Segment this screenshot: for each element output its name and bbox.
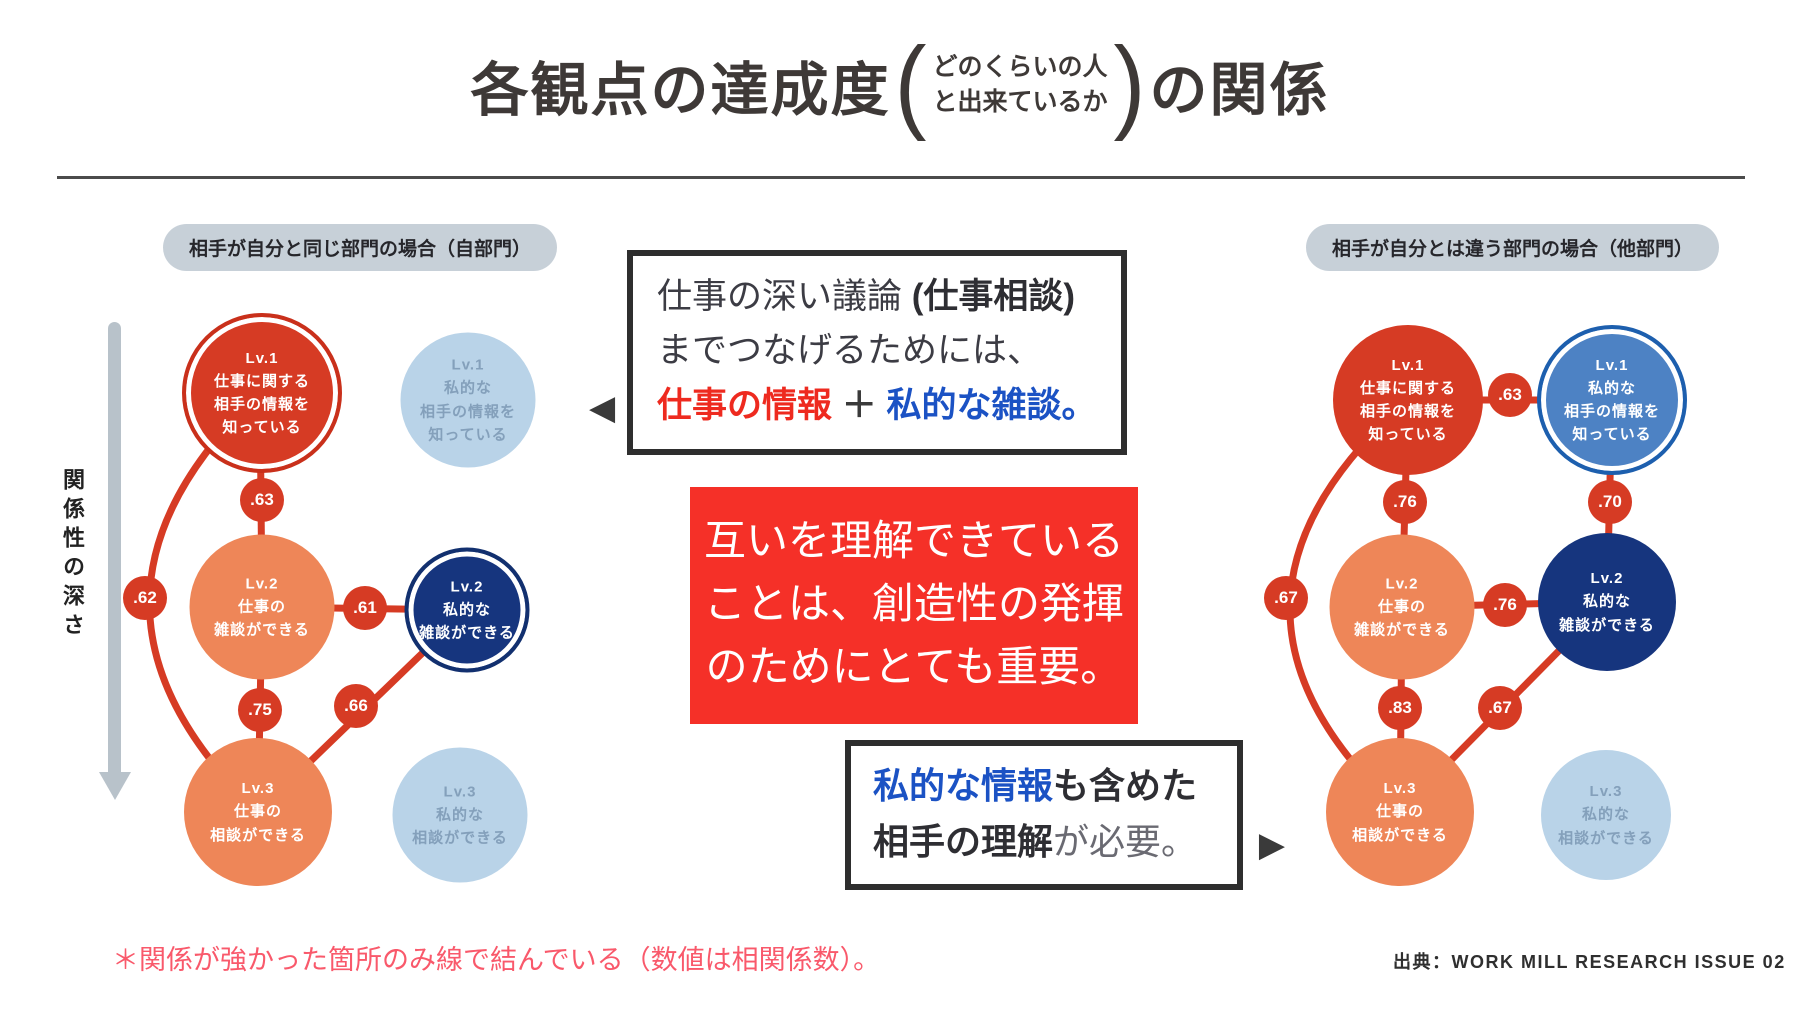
callout1-line1-normal: 仕事の深い議論 — [657, 277, 912, 316]
correlation-badge: .67 — [1264, 576, 1308, 620]
correlation-badge: .61 — [343, 586, 387, 630]
callout1-work-info-text: 仕事の情報 — [657, 385, 833, 425]
callout2-line1: 互いを理解できている — [703, 519, 1124, 565]
callout3-understanding-text: 相手の理解 — [873, 820, 1054, 862]
callout-work-discussion-box: 仕事の深い議論 (仕事相談) までつなげるためには、 仕事の情報 ＋ 私的な雑談… — [589, 250, 1127, 455]
callout3-private-info-text: 私的な情報 — [873, 765, 1054, 806]
correlation-badge: .67 — [1478, 686, 1522, 730]
title-paren-line1: どのくらいの人 — [932, 53, 1108, 82]
title-main-text: 各観点の達成度 — [470, 58, 891, 124]
callout2-line2: ことは、創造性の発揮 — [703, 582, 1124, 628]
callout-importance-box: 互いを理解できている ことは、創造性の発揮 のためにとても重要。 — [690, 487, 1138, 724]
depth-axis-arrowhead-icon — [99, 772, 131, 800]
callout1-private-chat-text: 私的な雑談。 — [886, 385, 1097, 425]
correlation-badge: .66 — [334, 684, 378, 728]
callout3-line1: 私的な情報も含めた — [873, 758, 1219, 814]
node-lv3-private-consult: Lv.3 私的な 相談ができる — [1541, 750, 1671, 880]
correlation-badge: .62 — [123, 576, 167, 620]
callout1-line3: 仕事の情報 ＋ 私的な雑談。 — [657, 379, 1105, 433]
node-lv2-work-chat: Lv.2 仕事の 雑談ができる — [1329, 534, 1475, 680]
callout3-line2: 相手の理解が必要。 — [873, 814, 1219, 870]
correlation-badge: .63 — [240, 478, 284, 522]
node-lv2-work-chat: Lv.2 仕事の 雑談ができる — [189, 534, 335, 680]
correlation-badge: .76 — [1383, 480, 1427, 524]
plus-sign: ＋ — [832, 385, 887, 425]
correlation-badge: .63 — [1488, 373, 1532, 417]
title-suffix-text: の関係 — [1149, 58, 1330, 124]
left-diagram-header: 相手が自分と同じ部門の場合（自部門） — [163, 224, 558, 271]
callout3-line1-bold: も含めた — [1053, 765, 1198, 806]
callout2-line3: のためにとても重要。 — [705, 645, 1123, 691]
node-lv2-private-chat: Lv.2 私的な 雑談ができる — [404, 547, 530, 673]
node-lv3-work-consult: Lv.3 仕事の 相談ができる — [184, 738, 332, 886]
node-lv2-private-chat: Lv.2 私的な 雑談ができる — [1538, 533, 1676, 671]
left-pointer-triangle-icon: ◀ — [589, 389, 616, 428]
title-paren-close: ) — [1113, 26, 1146, 143]
callout3-line2-normal: が必要。 — [1053, 820, 1198, 862]
node-lv3-private-consult: Lv.3 私的な 相談ができる — [392, 747, 528, 883]
source-credit: 出典：WORK MILL RESEARCH ISSUE 02 — [1393, 952, 1786, 972]
correlation-badge: .70 — [1588, 480, 1632, 524]
footnote: ＊関係が強かった箇所のみ線で結んでいる（数値は相関係数）。 — [112, 945, 881, 975]
left-correlation-diagram: Lv.1 仕事に関する 相手の情報を 知っている Lv.1 私的な 相手の情報を… — [60, 280, 580, 892]
callout1-line2: までつなげるためには、 — [657, 331, 1043, 371]
relationship-depth-axis-label: 関係性の深さ — [60, 468, 85, 642]
page-title: 各観点の達成度 ( どのくらいの人 と出来ているか ) の関係 — [0, 32, 1800, 136]
depth-axis-arrow-bar — [108, 322, 121, 774]
node-lv1-work-info: Lv.1 仕事に関する 相手の情報を 知っている — [1333, 325, 1483, 475]
callout1-line1-bold: (仕事相談) — [911, 277, 1076, 316]
correlation-badge: .76 — [1483, 583, 1527, 627]
node-lv1-private-info: Lv.1 私的な 相手の情報を 知っている — [1537, 325, 1687, 475]
title-paren-note: どのくらいの人 と出来ているか — [930, 50, 1109, 120]
node-lv3-work-consult: Lv.3 仕事の 相談ができる — [1326, 738, 1474, 886]
title-divider — [57, 176, 1745, 179]
right-pointer-triangle-icon: ▶ — [1258, 825, 1285, 864]
right-correlation-diagram: Lv.1 仕事に関する 相手の情報を 知っている Lv.1 私的な 相手の情報を… — [1200, 280, 1720, 892]
node-lv1-private-info: Lv.1 私的な 相手の情報を 知っている — [400, 332, 536, 468]
correlation-badge: .75 — [238, 688, 282, 732]
right-diagram-header: 相手が自分とは違う部門の場合（他部門） — [1306, 224, 1720, 271]
callout-private-info-box: 私的な情報も含めた 相手の理解が必要。 ▶ — [845, 740, 1285, 890]
correlation-badge: .83 — [1378, 686, 1422, 730]
title-paren-open: ( — [894, 26, 927, 143]
callout1-line1: 仕事の深い議論 (仕事相談) — [657, 270, 1105, 324]
title-paren-line2: と出来ているか — [932, 88, 1108, 117]
node-lv1-work-info: Lv.1 仕事に関する 相手の情報を 知っている — [182, 313, 342, 473]
